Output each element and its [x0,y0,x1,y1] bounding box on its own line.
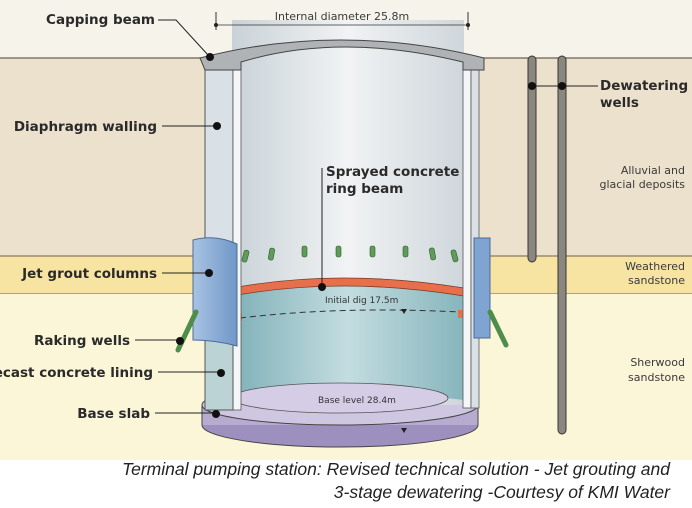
capping-beam [199,39,485,71]
initial-dig-line [239,309,461,319]
jet-grout-left [192,237,238,347]
dewatering-well-1 [527,55,537,263]
diaphragm-wall-right [462,57,472,409]
label-initial-dig: Initial dig 17.5m [325,296,398,306]
caption-line-2: 3-stage dewatering -Courtesy of KMI Wate… [333,482,670,502]
base-level-marker-icon [401,428,407,433]
label-diaphragm-walling: Diaphragm walling [14,119,157,135]
dot [528,82,536,90]
label-jet-grout-columns: Jet grout columns [21,266,157,282]
label-ring-beam-1: Sprayed concrete [326,164,459,180]
dot [212,410,220,418]
label-dewatering-2: wells [600,95,639,111]
stratum-label-sherwood-1: Sherwood [630,356,685,369]
label-capping-beam: Capping beam [46,12,155,28]
stratum-label-alluvial-2: glacial deposits [600,178,686,191]
label-ring-beam-2: ring beam [326,181,403,197]
level-marker-icon [401,309,407,314]
stratum-label-weathered-2: sandstone [628,274,685,287]
drain [369,245,376,258]
jet-grout-right [473,237,491,339]
dot [205,269,213,277]
dot [176,337,184,345]
label-raking-wells: Raking wells [34,333,130,349]
label-precast-concrete-lining: Precast concrete lining [0,365,153,381]
dot [318,283,326,291]
stratum-label-sherwood-2: sandstone [628,371,685,384]
drain [429,247,436,261]
dot [213,122,221,130]
label-dewatering-1: Dewatering [600,78,688,94]
dot [217,369,225,377]
stratum-label-alluvial-1: Alluvial and [621,164,685,177]
ring-drains [241,245,459,263]
drain [450,249,459,263]
label-base-slab: Base slab [77,406,150,422]
leader-dots [176,53,566,418]
dot [206,53,214,61]
pumping-station-diagram: Internal diameter 25.8m Capping beam Dia… [0,0,692,460]
drain [241,249,250,263]
dot [558,82,566,90]
dewatering-well-2 [557,55,567,435]
drain [335,245,342,258]
stratum-label-weathered-1: Weathered [625,260,685,273]
drain [301,245,308,258]
internal-diameter-label: Internal diameter 25.8m [275,10,409,23]
caption-line-1: Terminal pumping station: Revised techni… [122,459,670,479]
drain [402,245,409,258]
label-base-level: Base level 28.4m [318,396,396,406]
drain [268,247,275,261]
raking-well-right [487,309,509,348]
